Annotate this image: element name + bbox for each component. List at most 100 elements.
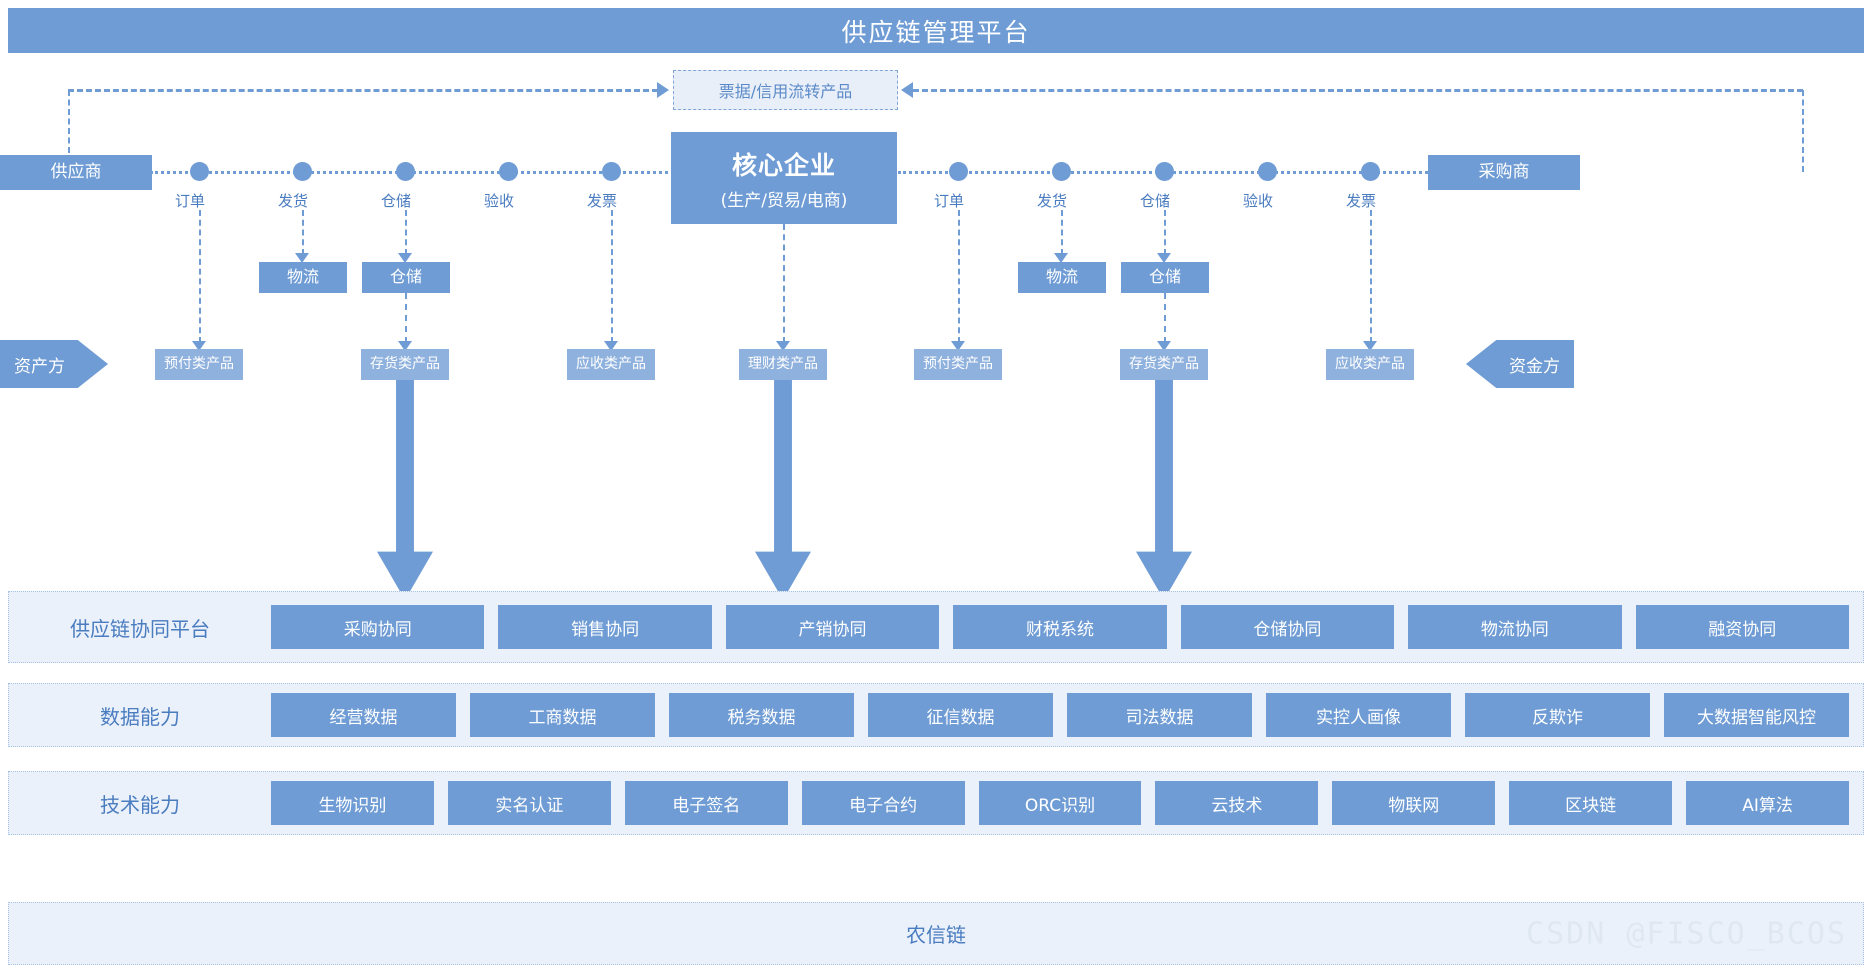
supplier-riser-line xyxy=(68,90,70,172)
chip-procurement-collab[interactable]: 采购协同 xyxy=(271,605,485,649)
wealth-to-platform-arrow-center xyxy=(755,380,811,600)
inventory-to-platform-arrow-right xyxy=(1136,380,1192,600)
fund-side-shape[interactable]: 资金方 xyxy=(1466,340,1574,388)
left-flow-line xyxy=(150,171,680,174)
right-order-drop-line xyxy=(958,210,960,343)
watermark-text: CSDN @FISCO_BCOS xyxy=(1526,916,1847,951)
right-wh-drop-line xyxy=(1164,210,1166,255)
core-enterprise-title: 核心企业 xyxy=(731,150,836,180)
left-product-inventory[interactable]: 存货类产品 xyxy=(361,349,449,380)
buyer-box[interactable]: 采购商 xyxy=(1428,155,1580,190)
right-node-label-5: 发票 xyxy=(1345,192,1376,210)
left-node-dot-1[interactable] xyxy=(190,162,209,181)
chip-biometrics[interactable]: 生物识别 xyxy=(271,781,434,825)
right-wh-drop-arrow xyxy=(1157,253,1171,263)
top-product-box[interactable]: 票据/信用流转产品 xyxy=(673,70,898,110)
chip-judicial-data[interactable]: 司法数据 xyxy=(1067,693,1252,737)
left-wh-to-product-line xyxy=(405,293,407,343)
right-order-drop-arrow xyxy=(951,341,965,351)
chip-cloud-tech[interactable]: 云技术 xyxy=(1155,781,1319,825)
left-order-drop-arrow xyxy=(192,341,206,351)
band-label-supply-chain: 供应链协同平台 xyxy=(70,616,210,641)
chip-orc-recognition[interactable]: ORC识别 xyxy=(978,781,1142,825)
right-node-dot-3[interactable] xyxy=(1155,162,1174,181)
chip-anti-fraud[interactable]: 反欺诈 xyxy=(1465,693,1650,737)
left-node-label-3: 仓储 xyxy=(380,192,411,210)
chip-blockchain[interactable]: 区块链 xyxy=(1509,781,1673,825)
left-node-dot-4[interactable] xyxy=(499,162,518,181)
chip-logistics-collab[interactable]: 物流协同 xyxy=(1408,605,1622,649)
left-warehouse-box[interactable]: 仓储 xyxy=(362,262,450,293)
chip-e-signature[interactable]: 电子签名 xyxy=(624,781,788,825)
foundation-chain-label: 农信链 xyxy=(906,923,966,947)
left-order-drop-line xyxy=(199,210,201,343)
right-invoice-drop-line xyxy=(1370,210,1372,343)
right-product-prepaid[interactable]: 预付类产品 xyxy=(914,349,1002,380)
chip-bigdata-risk-control[interactable]: 大数据智能风控 xyxy=(1664,693,1849,737)
chip-e-contract[interactable]: 电子合约 xyxy=(801,781,965,825)
left-node-label-5: 发票 xyxy=(586,192,617,210)
band-label-tech-capability: 技术能力 xyxy=(100,792,180,817)
chip-prod-sales-collab[interactable]: 产销协同 xyxy=(725,605,940,649)
right-wh-to-product-arrow xyxy=(1157,341,1171,351)
core-to-wealth-arrow xyxy=(776,341,790,351)
left-node-label-4: 验收 xyxy=(483,192,514,210)
right-node-dot-1[interactable] xyxy=(949,162,968,181)
chip-ai-algorithm[interactable]: AI算法 xyxy=(1686,781,1850,825)
right-node-dot-2[interactable] xyxy=(1052,162,1071,181)
chip-business-registry-data[interactable]: 工商数据 xyxy=(470,693,655,737)
chip-warehouse-collab[interactable]: 仓储协同 xyxy=(1180,605,1395,649)
left-ship-drop-arrow xyxy=(295,253,309,263)
left-node-label-2: 发货 xyxy=(277,192,308,210)
left-node-dot-2[interactable] xyxy=(293,162,312,181)
center-product-wealth[interactable]: 理财类产品 xyxy=(739,349,827,380)
core-enterprise-box[interactable]: 核心企业 (生产/贸易/电商) xyxy=(671,132,897,224)
left-wh-to-product-arrow xyxy=(398,341,412,351)
left-logistics-box[interactable]: 物流 xyxy=(259,262,347,293)
left-product-prepaid[interactable]: 预付类产品 xyxy=(155,349,243,380)
left-wh-drop-line xyxy=(405,210,407,255)
right-product-inventory[interactable]: 存货类产品 xyxy=(1120,349,1208,380)
left-node-label-1: 订单 xyxy=(174,192,205,210)
right-invoice-drop-arrow xyxy=(1363,341,1377,351)
right-node-label-4: 验收 xyxy=(1242,192,1273,210)
right-warehouse-box[interactable]: 仓储 xyxy=(1121,262,1209,293)
chip-credit-data[interactable]: 征信数据 xyxy=(868,693,1053,737)
chip-operating-data[interactable]: 经营数据 xyxy=(271,693,456,737)
right-logistics-box[interactable]: 物流 xyxy=(1018,262,1106,293)
left-node-dot-5[interactable] xyxy=(602,162,621,181)
chip-financing-collab[interactable]: 融资协同 xyxy=(1635,605,1849,649)
buyer-to-topbox-line xyxy=(913,89,1803,92)
chip-tax-data[interactable]: 税务数据 xyxy=(669,693,854,737)
chip-iot[interactable]: 物联网 xyxy=(1332,781,1496,825)
asset-side-shape[interactable]: 资产方 xyxy=(0,340,108,388)
band-tech-capability: 技术能力 生物识别 实名认证 电子签名 电子合约 ORC识别 云技术 物联网 区… xyxy=(8,771,1864,835)
left-invoice-drop-arrow xyxy=(604,341,618,351)
band-label-data-capability: 数据能力 xyxy=(100,704,180,729)
chip-sales-collab[interactable]: 销售协同 xyxy=(498,605,712,649)
arrow-into-topbox-right xyxy=(901,82,913,98)
supplier-to-topbox-line xyxy=(68,89,658,92)
left-node-dot-3[interactable] xyxy=(396,162,415,181)
band-data-capability: 数据能力 经营数据 工商数据 税务数据 征信数据 司法数据 实控人画像 反欺诈 … xyxy=(8,683,1864,747)
right-product-receivable[interactable]: 应收类产品 xyxy=(1326,349,1414,380)
core-enterprise-subtitle: (生产/贸易/电商) xyxy=(720,190,848,211)
band-items-tech-capability: 生物识别 实名认证 电子签名 电子合约 ORC识别 云技术 物联网 区块链 AI… xyxy=(271,781,1863,825)
chip-finance-tax-system[interactable]: 财税系统 xyxy=(953,605,1167,649)
right-node-label-2: 发货 xyxy=(1036,192,1067,210)
right-node-label-3: 仓储 xyxy=(1139,192,1170,210)
left-ship-drop-line xyxy=(302,210,304,255)
right-wh-to-product-line xyxy=(1164,293,1166,343)
band-items-data-capability: 经营数据 工商数据 税务数据 征信数据 司法数据 实控人画像 反欺诈 大数据智能… xyxy=(271,693,1863,737)
arrow-into-topbox-left xyxy=(657,82,669,98)
right-node-label-1: 订单 xyxy=(933,192,964,210)
right-node-dot-4[interactable] xyxy=(1258,162,1277,181)
band-foundation-chain: 农信链 CSDN @FISCO_BCOS xyxy=(8,902,1864,965)
right-node-dot-5[interactable] xyxy=(1361,162,1380,181)
chip-real-name-auth[interactable]: 实名认证 xyxy=(447,781,611,825)
left-product-receivable[interactable]: 应收类产品 xyxy=(567,349,655,380)
supplier-box[interactable]: 供应商 xyxy=(0,155,152,190)
buyer-riser-line xyxy=(1802,90,1804,172)
chip-controller-profile[interactable]: 实控人画像 xyxy=(1266,693,1451,737)
